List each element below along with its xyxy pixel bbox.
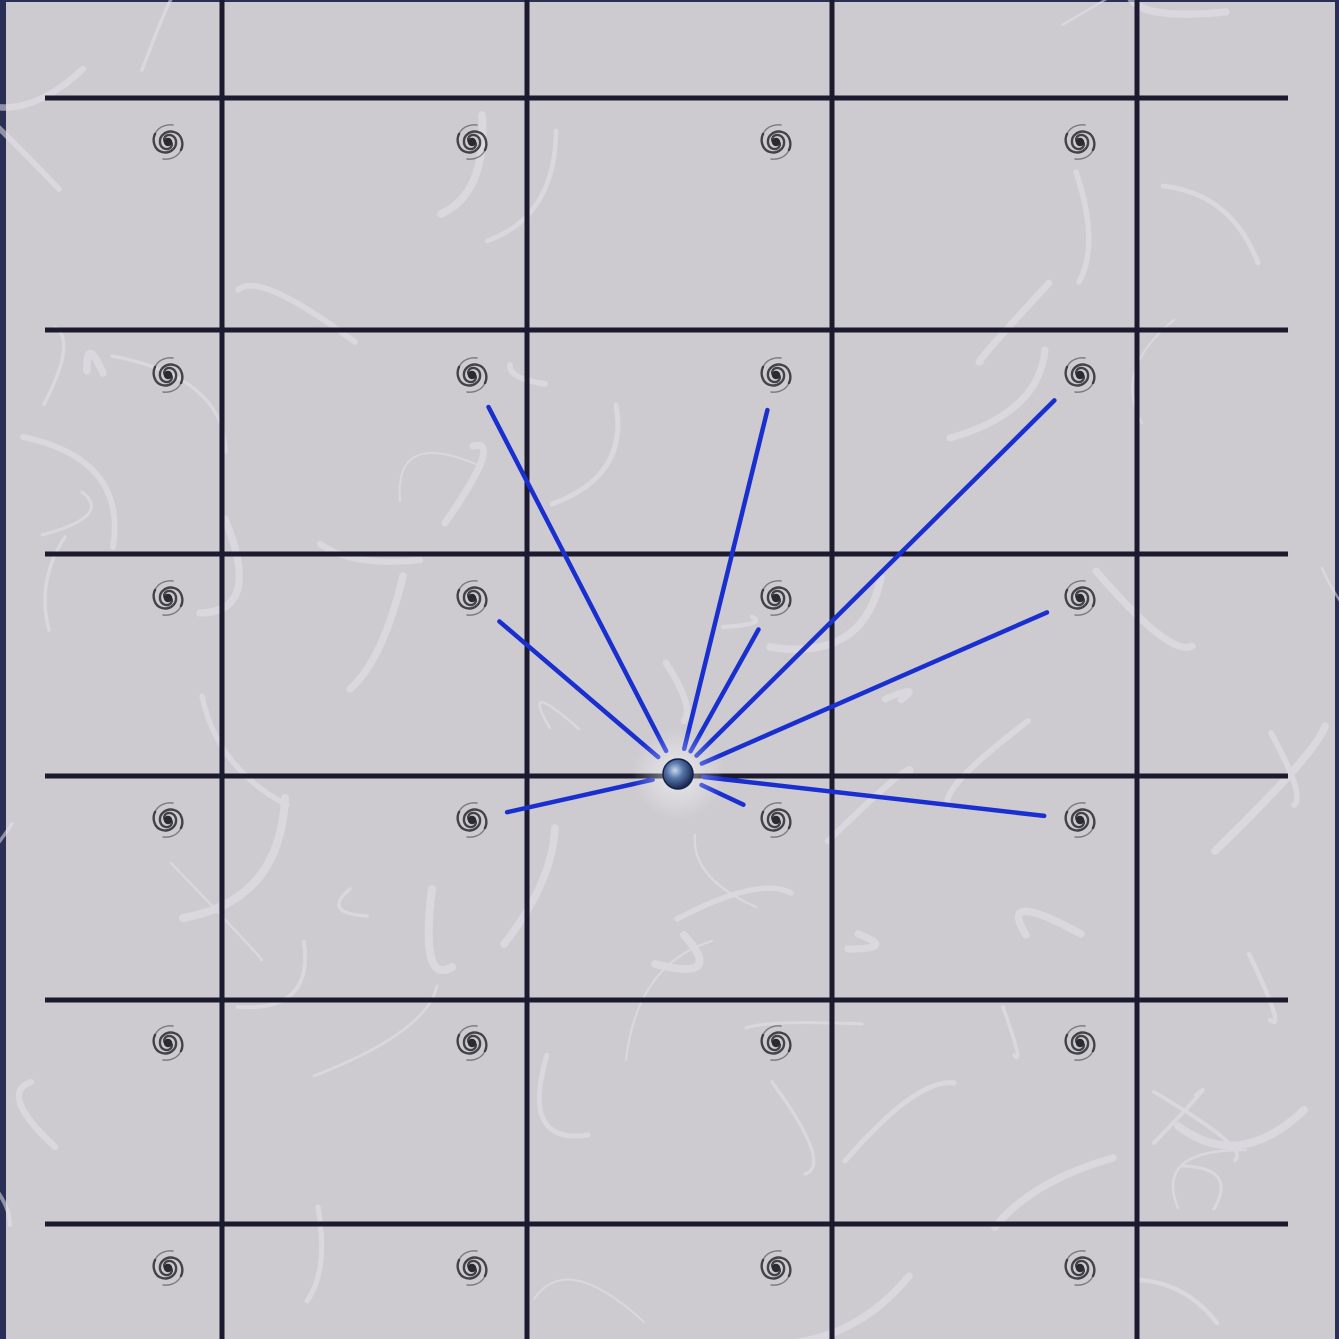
observer-layer <box>632 728 724 820</box>
earth-icon <box>663 759 693 789</box>
